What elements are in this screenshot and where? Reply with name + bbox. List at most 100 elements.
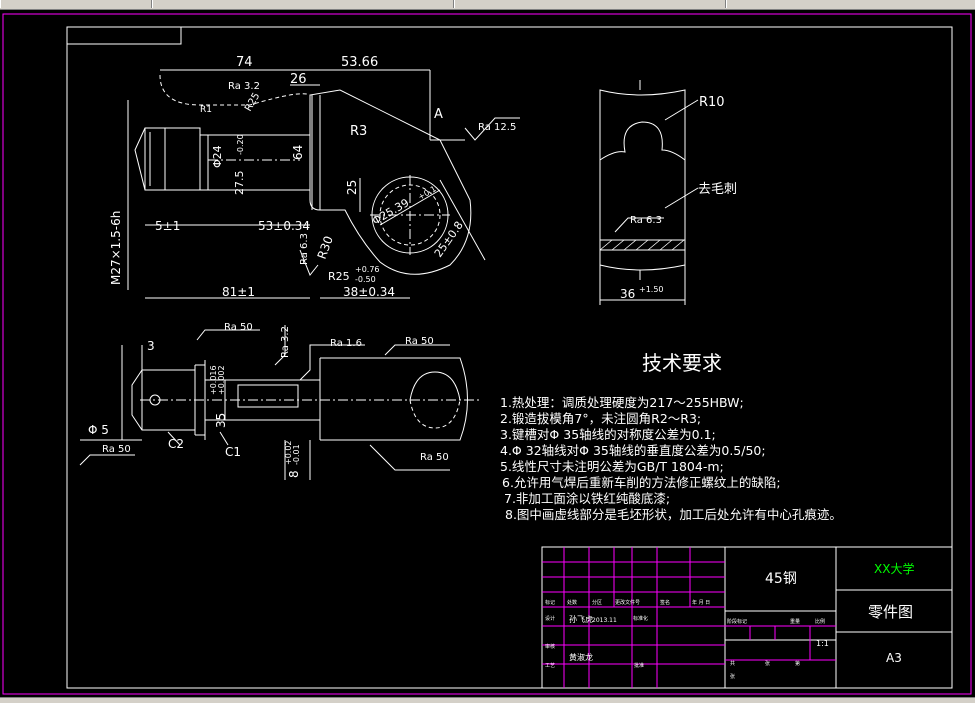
roughness-50-b: Ra 50	[405, 336, 434, 347]
tb-label: 标记	[545, 599, 555, 606]
dim-35: 35	[214, 413, 228, 428]
chamfer-c2: C2	[168, 437, 184, 451]
tb-label: 张	[730, 673, 735, 680]
dim-phi5: Φ 5	[88, 423, 109, 437]
tb-label: 共	[730, 660, 735, 667]
roughness-6-3-section: Ra 6.3	[630, 215, 662, 226]
section-view-labels: R10 去毛刺 Ra 6.3 36 +1.50	[620, 95, 737, 301]
front-view-labels: 3 Ra 50 Ra 3.2 Ra 1.6 Ra 50 Φ 5 C2 C1 35…	[88, 322, 449, 478]
tb-label: 张	[765, 660, 770, 667]
paper-size: A3	[886, 651, 902, 665]
dim-53: 53±0.34	[258, 219, 310, 233]
tech-item: 4.Φ 32轴线对Φ 35轴线的垂直度公差为0.5/50;	[500, 443, 766, 458]
material: 45钢	[765, 571, 797, 587]
r25-tol-up: +0.76	[355, 265, 380, 274]
radius-r30: R30	[315, 234, 336, 261]
toolbar-segment[interactable]	[726, 0, 975, 8]
toolbar-segment[interactable]	[454, 0, 726, 8]
dim-35-tol-2: +0.002	[217, 365, 226, 395]
toolbar-segment[interactable]	[152, 0, 454, 8]
dim-35-tol-1: +0.016	[209, 365, 218, 395]
roughness-1-6: Ra 1.6	[330, 338, 362, 349]
tb-label: 第	[795, 660, 800, 667]
dim-74: 74	[236, 55, 253, 70]
tb-label: 重量	[790, 618, 800, 625]
toolbar-segment[interactable]	[0, 0, 152, 8]
dim-53-66: 53.66	[341, 55, 378, 70]
scale: 1:1	[816, 639, 829, 648]
dim-8-tol-1: +0.02	[284, 440, 293, 465]
tb-label: 批准	[634, 662, 644, 669]
tb-label: 设计	[545, 615, 555, 622]
tech-item: 3.键槽对Φ 35轴线的对称度公差为0.1;	[500, 427, 716, 442]
sheet-border	[2, 13, 972, 695]
tb-label: 年 月 日	[692, 599, 710, 606]
hole-tolerance: +0.1	[417, 184, 438, 202]
tb-label: 更改文件号	[615, 599, 640, 606]
radius-r25-top: R25	[243, 91, 262, 114]
corner-code-box	[66, 26, 182, 45]
roughness-3-2-front: Ra 3.2	[280, 326, 291, 358]
dim-25-offset: 25±0.8	[432, 219, 466, 260]
title-block	[541, 546, 953, 689]
dim-3: 3	[147, 339, 155, 353]
radius-r1: R1	[200, 105, 212, 115]
section-mark-a: A	[434, 107, 443, 122]
thread-spec: M27×1.5-6h	[109, 211, 123, 285]
top-view	[127, 69, 520, 299]
dim-hole-diameter: Φ25.39	[370, 196, 411, 227]
tech-item: 6.允许用气焊后重新车削的方法修正螺纹上的缺陷;	[502, 475, 781, 490]
dim-64: 64	[291, 145, 305, 160]
radius-r25-dim: R25	[328, 270, 350, 283]
roughness-50-a: Ra 50	[224, 322, 253, 333]
dim-25: 25	[345, 180, 359, 195]
title-block-text: 45钢 XX大学 零件图 A3 1:1 孙飞虎 2013.11 黄淑龙 标记 处…	[545, 561, 914, 680]
checker-name: 黄淑龙	[569, 652, 593, 662]
designer-name: 孙飞虎	[569, 614, 593, 624]
chamfer-c1: C1	[225, 445, 241, 459]
tech-requirements-title: 技术要求	[642, 351, 722, 375]
roughness-3-2-top: Ra 3.2	[228, 81, 260, 92]
radius-r10: R10	[699, 95, 725, 110]
roughness-50-d: Ra 50	[420, 452, 449, 463]
dim-27-5: 27.5	[233, 171, 246, 196]
tb-label: 签名	[660, 599, 670, 606]
dim-36-tol: +1.50	[639, 285, 664, 294]
dim-5: 5±1	[155, 219, 180, 233]
tb-label: 比例	[815, 618, 825, 625]
tech-item: 1.热处理：调质处理硬度为217～255HBW;	[500, 395, 744, 410]
radius-r3: R3	[350, 124, 367, 139]
r25-tol-down: -0.50	[355, 275, 376, 284]
window-toolbar-strip	[0, 0, 975, 10]
dim-81: 81±1	[222, 285, 255, 299]
part-name: 零件图	[868, 603, 913, 621]
dim-38: 38±0.34	[343, 285, 395, 299]
dim-phi24: Φ24	[211, 145, 224, 168]
note-deburr: 去毛刺	[698, 182, 737, 197]
section-view	[599, 80, 699, 305]
dim-36: 36	[620, 287, 635, 301]
status-strip	[0, 697, 975, 703]
top-view-labels: 74 53.66 26 R3 R1 Ra 3.2 R25 Ra 12.5 A Φ…	[109, 55, 516, 299]
dim-8: 8	[287, 470, 301, 478]
tech-item: 2.锻造拔模角7°，未注圆角R2～R3;	[500, 411, 701, 426]
dim-27-5-tol: -0.20	[236, 134, 245, 155]
school-name: XX大学	[874, 561, 914, 576]
front-view	[79, 325, 480, 480]
roughness-50-c: Ra 50	[102, 444, 131, 455]
drawing-frame	[66, 26, 953, 689]
tech-item: 5.线性尺寸未注明公差为GB/T 1804-m;	[500, 459, 724, 474]
roughness-6-3-top: Ra 6.3	[299, 233, 310, 265]
dim-26: 26	[290, 72, 307, 87]
tb-label: 标准化	[633, 615, 648, 622]
tb-label: 分区	[592, 599, 602, 606]
dim-8-tol-2: -0.01	[292, 444, 301, 465]
tb-label: 阶段标记	[727, 618, 747, 625]
roughness-12-5: Ra 12.5	[478, 122, 516, 133]
tb-label: 审核	[545, 643, 555, 650]
tech-item: 8.图中画虚线部分是毛坯形状，加工后处允许有中心孔痕迹。	[505, 507, 842, 522]
tech-requirements-list: 1.热处理：调质处理硬度为217～255HBW; 2.锻造拔模角7°，未注圆角R…	[500, 395, 842, 522]
tb-label: 处数	[567, 599, 577, 606]
design-date: 2013.11	[592, 617, 617, 624]
